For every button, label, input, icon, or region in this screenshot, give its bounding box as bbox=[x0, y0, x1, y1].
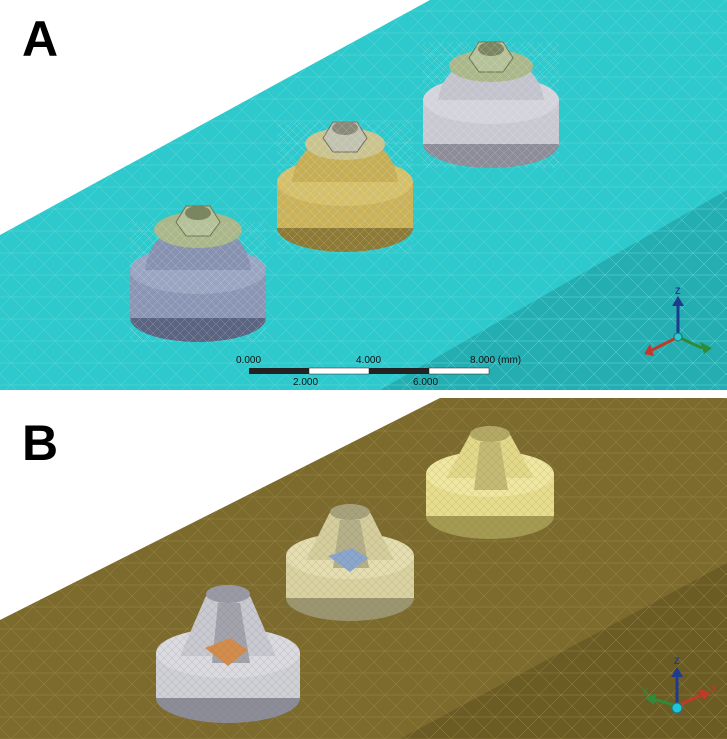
axis-triad-a bbox=[644, 296, 712, 356]
axis-triad-b bbox=[645, 667, 710, 714]
scale-label-8: 8.000 (mm) bbox=[470, 355, 522, 366]
panel-a-full-model-view: A 0.000 4.000 8.000 (mm) 2.000 6.000 Z bbox=[0, 0, 727, 390]
scale-label-6: 6.000 bbox=[413, 377, 439, 388]
axis-z-label-b: Z bbox=[674, 656, 680, 666]
panel-b-canvas bbox=[0, 398, 727, 739]
axis-z-label-a: Z bbox=[675, 286, 681, 296]
component-silver bbox=[423, 41, 559, 168]
panel-label-b: B bbox=[22, 415, 59, 471]
axis-x-label-b: X bbox=[711, 684, 718, 694]
section-component-cream bbox=[286, 504, 414, 622]
scale-bar bbox=[249, 367, 490, 375]
scale-label-2: 2.000 bbox=[293, 377, 319, 388]
panel-a-canvas bbox=[0, 0, 727, 390]
component-gold bbox=[277, 121, 413, 252]
scale-label-0: 0.000 bbox=[236, 355, 262, 366]
section-component-yellow bbox=[426, 426, 554, 540]
panel-b-section-view: B Z X Y bbox=[0, 398, 727, 739]
axis-y-label-b: Y bbox=[642, 687, 649, 697]
component-blue bbox=[130, 205, 266, 342]
scale-label-4: 4.000 bbox=[356, 355, 382, 366]
panel-label-a: A bbox=[22, 11, 59, 67]
section-component-silver bbox=[156, 585, 300, 723]
